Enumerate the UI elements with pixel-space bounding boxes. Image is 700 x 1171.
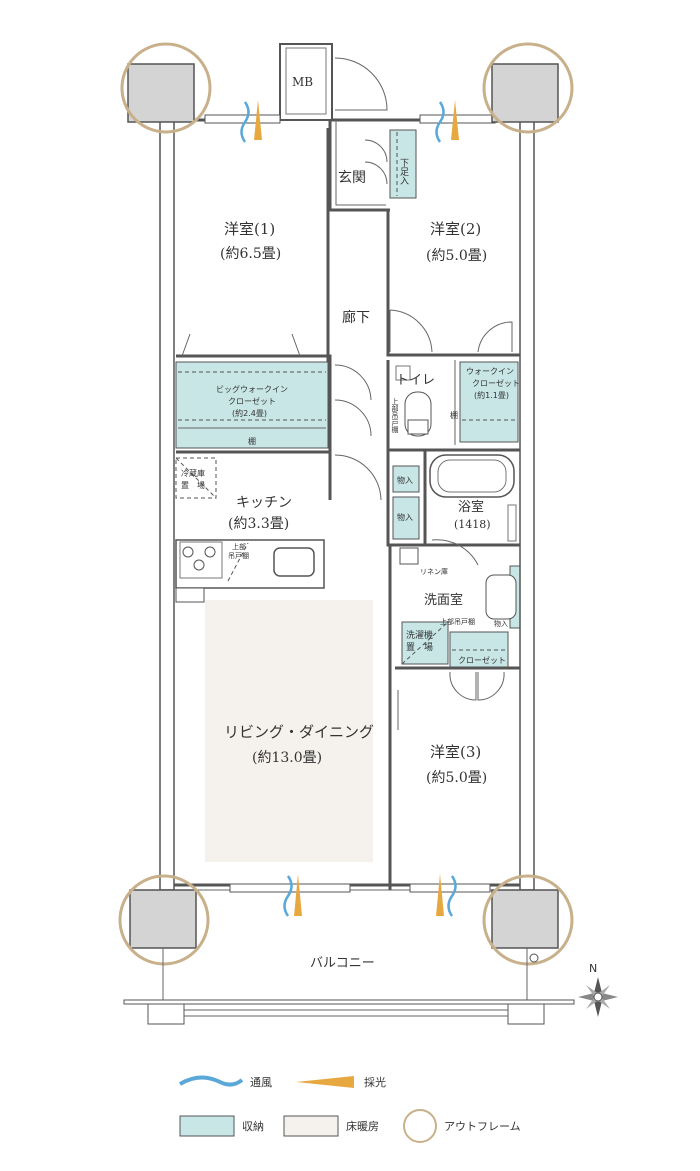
shoe-box-label: 下足入 [398, 158, 409, 185]
column-sw [129, 889, 197, 949]
walk-in-closet [459, 361, 519, 443]
shoe-box [389, 129, 417, 199]
western3-name: 洋室(3) [430, 743, 481, 761]
balcony [123, 948, 575, 1025]
fridge-line2: 置 場 [181, 480, 205, 490]
legend-ventilation-label: 通風 [250, 1076, 272, 1089]
legend-floor-heating-label: 床暖房 [346, 1119, 379, 1133]
legend-daylight-label: 採光 [364, 1075, 386, 1089]
washer-line1: 洗濯機 [406, 629, 433, 641]
column-ne [491, 63, 559, 123]
outframe-circles [118, 42, 574, 966]
legend-outframe-swatch [403, 1109, 437, 1143]
wic-size: (約1.1畳) [474, 390, 509, 400]
western2-name: 洋室(2) [430, 220, 481, 238]
linen-label: リネン庫 [420, 567, 448, 576]
closet-label: クローゼット [458, 655, 506, 665]
fridge-line1: 冷蔵庫 [181, 468, 205, 478]
western2-size: (約5.0畳) [426, 248, 487, 264]
upper-cabinet-line2: 吊戸棚 [228, 551, 249, 560]
bath-name: 浴室 [458, 499, 484, 515]
floor-heating-area [205, 600, 373, 862]
wash-storage-label: 物入 [494, 619, 508, 628]
column-nw [127, 63, 195, 123]
storage-2-label: 物入 [397, 512, 413, 522]
living-name: リビング・ダイニング [224, 723, 374, 741]
compass [578, 977, 618, 1017]
outframe-se [482, 874, 574, 966]
hallway-label: 廊下 [342, 309, 370, 326]
storage-1 [392, 465, 420, 493]
big-wic-size: (約2.4畳) [232, 408, 267, 418]
wic-line2: クローゼット [472, 378, 520, 388]
storage-fills [175, 129, 521, 669]
toilet-upper-cabinet-label: 上部吊戸棚 [391, 397, 399, 434]
outframe-nw [120, 42, 212, 134]
washroom-label: 洗面室 [424, 592, 463, 608]
western1-size: (約6.5畳) [220, 246, 281, 262]
bath-size: (1418) [454, 518, 491, 531]
outframe-sw [118, 874, 210, 966]
column-se [491, 889, 559, 949]
washer-line2: 置 場 [406, 641, 433, 653]
legend-floor-heating-swatch [283, 1115, 339, 1137]
legend-outframe-label: アウトフレーム [444, 1120, 521, 1133]
compass-north-label: N [589, 962, 597, 975]
vent-light-markers [240, 100, 459, 917]
western3-size: (約5.0畳) [426, 770, 487, 786]
big-walk-in-closet [175, 361, 329, 449]
wic-shelf: 棚 [450, 410, 458, 420]
detail-lines [175, 132, 517, 665]
toilet-label: トイレ [396, 373, 435, 388]
entrance-label: 玄関 [338, 169, 366, 186]
big-wic-shelf: 棚 [248, 436, 256, 446]
washroom-upper-cabinet-label: 上部吊戸棚 [440, 617, 475, 626]
storage-2 [392, 496, 420, 540]
western1-name: 洋室(1) [224, 220, 275, 238]
outframe-ne [482, 42, 574, 134]
legend-daylight-swatch [296, 1076, 354, 1088]
living-size: (約13.0畳) [252, 750, 322, 766]
legend-storage-label: 収納 [242, 1120, 264, 1133]
columns [127, 63, 559, 949]
legend: 通風 採光 収納 床暖房 アウトフレーム [178, 1075, 521, 1143]
doors [181, 57, 513, 730]
storage-1-label: 物入 [397, 475, 413, 485]
mb-label: MB [292, 75, 313, 89]
balcony-label: バルコニー [310, 956, 375, 971]
legend-storage-swatch [179, 1115, 235, 1137]
upper-cabinet-line1: 上部 [232, 542, 246, 551]
big-wic-line2: クローゼット [228, 396, 276, 406]
wic-line1: ウォークイン [466, 367, 514, 376]
kitchen-size: (約3.3畳) [228, 516, 289, 532]
legend-ventilation-swatch [178, 1075, 244, 1087]
kitchen-name: キッチン [236, 495, 292, 511]
big-wic-line1: ビッグウォークイン [216, 384, 288, 394]
